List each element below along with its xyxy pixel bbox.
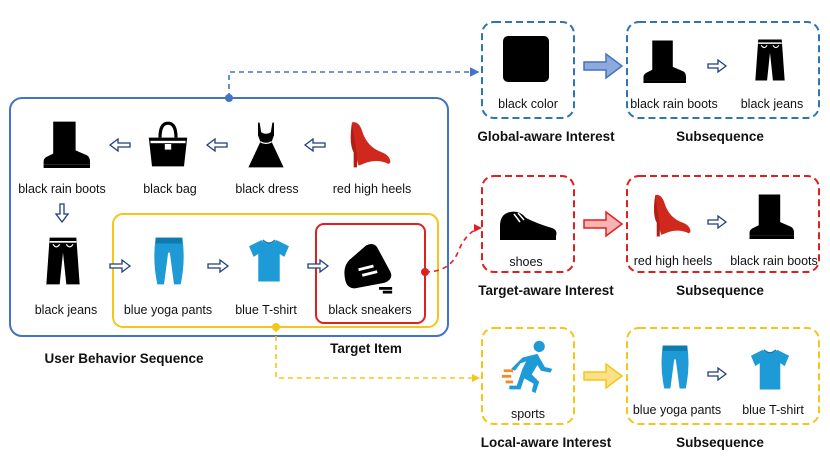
user-behavior-sequence-box xyxy=(9,97,449,337)
local-subsequence-caption: Subsequence xyxy=(676,435,764,450)
target-interest-box xyxy=(481,175,575,273)
seq-label-blue-tshirt: blue T-shirt xyxy=(235,303,297,317)
seq-label-black-rain-boots: black rain boots xyxy=(18,182,106,196)
seq-label-black-dress: black dress xyxy=(235,182,298,196)
local-subseq-item-1: blue yoga pants xyxy=(633,403,721,417)
boot-icon xyxy=(43,121,90,168)
global-subseq-item-2: black jeans xyxy=(741,97,804,111)
subseq-arrow xyxy=(707,214,728,230)
running-person-icon xyxy=(500,339,554,395)
connector-target xyxy=(424,227,481,273)
target-subsequence-box xyxy=(626,175,820,273)
black-square-icon xyxy=(503,36,549,82)
connector-dot-global xyxy=(225,94,233,102)
local-interest-caption: Local-aware Interest xyxy=(481,435,612,450)
subseq-arrow xyxy=(707,366,728,382)
target-item-caption: Target Item xyxy=(330,341,402,356)
seq-arrow-left xyxy=(108,137,326,153)
target-subseq-item-1: red high heels xyxy=(634,254,713,268)
global-subsequence-caption: Subsequence xyxy=(676,129,764,144)
jeans-icon xyxy=(754,38,786,82)
seq-label-black-bag: black bag xyxy=(143,182,197,196)
target-subseq-item-2: black rain boots xyxy=(730,254,818,268)
connector-dot-local xyxy=(272,323,280,331)
arrow-to-local-subsequence xyxy=(583,362,624,390)
global-interest-label: black color xyxy=(498,97,558,111)
target-subsequence-caption: Subsequence xyxy=(676,283,764,298)
yoga-pants-icon xyxy=(661,345,689,389)
seq-label-red-high-heels: red high heels xyxy=(333,182,412,196)
seq-label-black-jeans: black jeans xyxy=(35,303,98,317)
target-interest-caption: Target-aware Interest xyxy=(478,283,614,298)
connector-dot-target xyxy=(421,268,429,276)
high-heel-icon xyxy=(653,194,691,237)
user-behavior-sequence-caption: User Behavior Sequence xyxy=(44,351,204,366)
local-interest-box xyxy=(481,327,575,425)
shoe-icon xyxy=(499,210,558,241)
global-interest-box xyxy=(481,21,575,119)
jeans-icon xyxy=(45,236,81,286)
handbag-icon xyxy=(147,121,189,169)
global-subsequence-box xyxy=(626,21,820,119)
local-subsequence-box xyxy=(626,327,820,425)
target-interest-label: shoes xyxy=(509,255,542,269)
global-interest-caption: Global-aware Interest xyxy=(477,129,615,144)
boot-icon xyxy=(643,40,686,83)
local-interest-label: sports xyxy=(511,407,545,421)
high-heel-icon xyxy=(350,122,391,168)
arrow-to-global-subsequence xyxy=(583,52,624,80)
dress-icon xyxy=(247,121,285,169)
subseq-arrow xyxy=(707,58,728,74)
tshirt-icon xyxy=(750,349,790,391)
seq-label-black-sneakers: black sneakers xyxy=(328,303,411,317)
boot-icon xyxy=(749,194,794,239)
tshirt-icon xyxy=(248,239,290,283)
sneaker-icon xyxy=(342,242,394,294)
arrow-to-target-subsequence xyxy=(583,210,624,238)
yoga-pants-icon xyxy=(154,237,184,285)
global-subseq-item-1: black rain boots xyxy=(630,97,718,111)
seq-arrow-down xyxy=(54,203,70,224)
local-subseq-item-2: blue T-shirt xyxy=(742,403,804,417)
seq-arrow-right xyxy=(109,258,330,274)
seq-label-blue-yoga-pants: blue yoga pants xyxy=(124,303,212,317)
connector-global xyxy=(228,67,480,98)
